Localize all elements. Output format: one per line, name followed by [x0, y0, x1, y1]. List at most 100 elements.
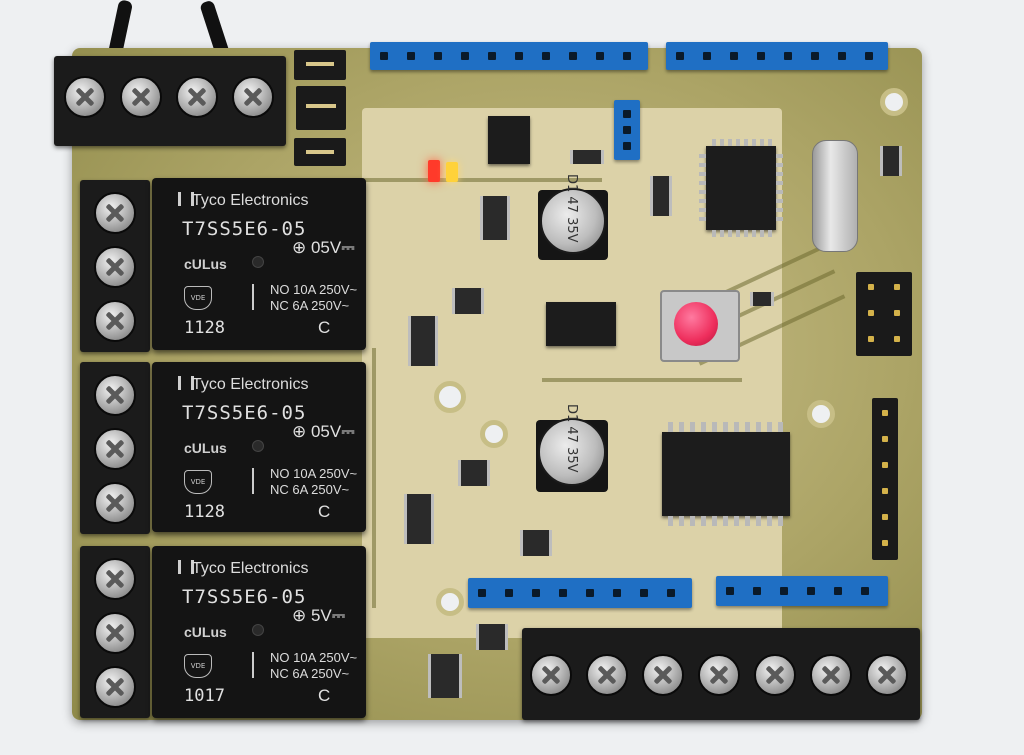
header-pin [882, 462, 888, 468]
terminal-screw [810, 654, 852, 696]
reset-button[interactable] [674, 302, 718, 346]
header-pin [380, 52, 388, 60]
terminal-screw [94, 192, 136, 234]
header-pin [807, 587, 815, 595]
chip-leg [752, 139, 756, 146]
relay-coil: ⊕ 5V⎓ [292, 606, 346, 625]
relay-rating-no: NO 10A 250V~ [270, 466, 358, 481]
header-pin [478, 589, 486, 597]
relay-ratings: NO 10A 250V~ NC 6A 250V~ [270, 650, 357, 682]
relay-suffix: C [318, 318, 331, 337]
chip-leg [760, 139, 764, 146]
chip-leg [699, 208, 706, 212]
relay-brand: Tyco Electronics [192, 376, 309, 393]
led-red [428, 160, 440, 182]
jumper-header [294, 50, 346, 80]
chip-leg [734, 422, 739, 432]
smd-resistor [650, 176, 672, 216]
header-pin [623, 52, 631, 60]
header-pin [882, 488, 888, 494]
driver-ic-chip [662, 422, 790, 526]
chip-leg [679, 422, 684, 432]
chip-leg [699, 217, 706, 221]
pcb-trace [362, 178, 602, 182]
icsp-header [856, 272, 912, 356]
header-pin [488, 52, 496, 60]
contact-symbol-icon [252, 468, 266, 494]
smd-transistor [520, 530, 552, 556]
terminal-screw [120, 76, 162, 118]
vde-logo-icon: VDE [184, 654, 212, 678]
chip-leg [690, 516, 695, 526]
terminal-screw [642, 654, 684, 696]
header-pin [505, 589, 513, 597]
chip-leg [701, 516, 706, 526]
relay-rating-nc: NC 6A 250V~ [270, 666, 350, 681]
chip-leg [760, 230, 764, 237]
chip-leg [734, 516, 739, 526]
smd-diode [404, 494, 434, 544]
chip-leg [668, 516, 673, 526]
relay-2: Tyco Electronics T7SS5E6-05 cULus ⊕ 05V⎓… [152, 362, 366, 532]
capacitor-label: D1 47 35V [564, 404, 579, 473]
chip-leg [736, 139, 740, 146]
header-pin [811, 52, 819, 60]
tyco-logo-icon [178, 376, 194, 390]
pin-header-right [872, 398, 898, 560]
mounting-hole [807, 400, 835, 428]
relay-cert: cULus [184, 256, 227, 272]
relay-suffix: C [318, 686, 331, 705]
chip-leg [712, 422, 717, 432]
relay-model: T7SS5E6-05 [182, 586, 307, 608]
chip-leg [679, 516, 684, 526]
electrolytic-capacitor [538, 418, 606, 486]
header-pin [894, 310, 900, 316]
header-pin [434, 52, 442, 60]
chip-leg [767, 422, 772, 432]
smd-transistor [476, 624, 508, 650]
header-pin [894, 336, 900, 342]
smd-diode [428, 654, 462, 698]
header-pin [667, 589, 675, 597]
chip-leg [699, 154, 706, 158]
contact-symbol-icon [252, 652, 266, 678]
chip-leg [756, 422, 761, 432]
header-pin [542, 52, 550, 60]
terminal-block-relay-3 [80, 546, 150, 718]
chip-leg [699, 172, 706, 176]
chip-leg [668, 422, 673, 432]
header-pin [757, 52, 765, 60]
terminal-screw [94, 612, 136, 654]
terminal-screw [176, 76, 218, 118]
mounting-hole [480, 420, 508, 448]
relay-coil: ⊕ 05V⎓ [292, 238, 355, 257]
relay-date-code: 1017 [184, 686, 225, 706]
relay-date-code: 1128 [184, 502, 225, 522]
header-pin [861, 587, 869, 595]
chip-leg [723, 516, 728, 526]
chip-leg [767, 516, 772, 526]
terminal-block-top [54, 56, 286, 146]
smd-resistor [750, 292, 774, 306]
chip-leg [728, 139, 732, 146]
pcb-trace [372, 348, 376, 608]
header-pin [730, 52, 738, 60]
terminal-screw [94, 428, 136, 470]
jumper-header [294, 138, 346, 166]
terminal-screw [754, 654, 796, 696]
mounting-hole [436, 588, 464, 616]
chip-leg [720, 230, 724, 237]
chip-leg [736, 230, 740, 237]
smd-resistor [570, 150, 604, 164]
terminal-screw [64, 76, 106, 118]
chip-leg [776, 154, 783, 158]
crystal-oscillator [812, 140, 858, 252]
chip-leg [744, 230, 748, 237]
header-pin [461, 52, 469, 60]
led-yellow [446, 162, 458, 182]
chip-leg [712, 516, 717, 526]
jumper-blue [614, 100, 640, 160]
chip-leg [699, 163, 706, 167]
terminal-screw [94, 374, 136, 416]
